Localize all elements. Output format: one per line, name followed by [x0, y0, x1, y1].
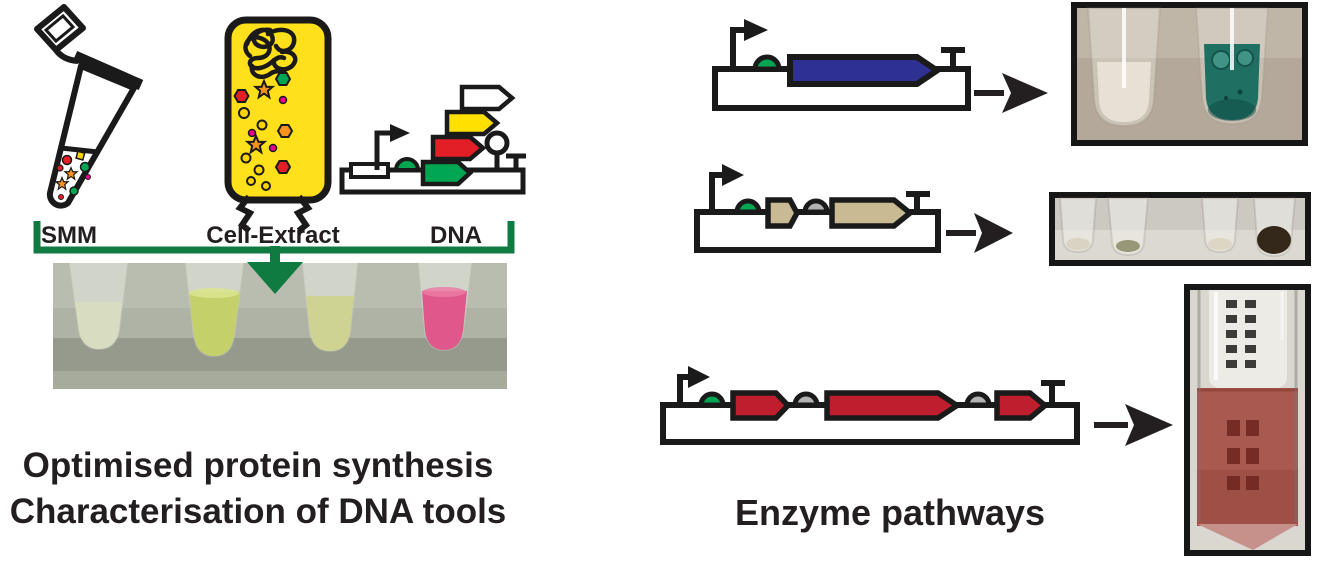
promoter-icon [677, 374, 688, 405]
photo-two-tubes [1071, 2, 1308, 146]
t-terminator-icon [506, 153, 526, 170]
promoter-arrowhead-icon [744, 19, 768, 41]
photo-falcon-tube [1184, 284, 1311, 556]
smm-molecule-dots [54, 150, 91, 200]
photo-tube-1 [68, 262, 129, 351]
promoter-icon [730, 27, 744, 69]
gene-arrow-yellow [444, 109, 501, 137]
tube-white-pellet [1086, 7, 1162, 128]
smm-label: SMM [41, 222, 97, 249]
gene-arrow-blue [787, 54, 943, 87]
mix-arrow-shaft [270, 246, 280, 266]
gene-arrow-red-3 [994, 390, 1050, 421]
rbs-icon-gray-2 [964, 391, 992, 408]
gene-arrow-tan-short [765, 197, 801, 229]
t-terminator-icon [1041, 380, 1065, 405]
cell-molecule-dots [233, 72, 294, 191]
photo-tube-2 [184, 262, 245, 358]
assay-tube-1 [1058, 197, 1098, 254]
result-arrow-1 [974, 73, 1048, 113]
result-arrow-3 [1094, 404, 1173, 446]
right-caption: Enzyme pathways [735, 492, 1045, 533]
flagella-icon [235, 194, 313, 234]
construct-three-gene-operon [660, 366, 1080, 445]
rbs-icon [734, 198, 762, 215]
gene-arrow-red [430, 134, 487, 162]
operator-box-icon [349, 162, 390, 179]
dna-label: DNA [430, 222, 482, 249]
dna-construct-icon [339, 84, 526, 195]
promoter-arrowhead-icon [688, 366, 710, 388]
hairpin-terminator-icon [484, 130, 510, 156]
left-caption-line1: Optimised protein synthesis [23, 446, 494, 485]
rbs-icon [698, 391, 726, 408]
tube-conical-tip [1197, 524, 1298, 550]
promoter-arrowhead-icon [390, 124, 410, 142]
insert-graduation-marks [1226, 300, 1256, 368]
cell-extract-label: Cell-Extract [206, 222, 339, 249]
rbs-icon [752, 54, 782, 72]
rbs-icon [393, 157, 421, 172]
promoter-icon [709, 172, 722, 212]
assay-tube-2 [1106, 197, 1150, 257]
rbs-icon-gray [792, 391, 820, 408]
promoter-arrowhead-icon [722, 164, 744, 186]
gene-arrow-white [459, 84, 516, 112]
result-arrow-2 [946, 213, 1013, 253]
smm-tube-icon [34, 4, 144, 209]
mix-arrow-icon [247, 262, 303, 294]
cell-extract-icon [224, 16, 332, 234]
tube-teal-liquid [1194, 7, 1270, 126]
gene-arrow-red-1 [730, 390, 792, 421]
photo-tube-4 [417, 262, 473, 352]
construct-two-gene-operon [694, 164, 941, 253]
tube-walls [1197, 290, 1298, 522]
gene-arrow-green [420, 159, 474, 187]
t-terminator-icon [906, 191, 930, 212]
t-terminator-icon [941, 47, 965, 69]
assay-tube-4 [1252, 197, 1297, 258]
liquid-graduation-marks [1227, 420, 1259, 490]
photo-four-tubes [1049, 192, 1311, 266]
construct-single-gene [712, 19, 971, 111]
rbs-icon-gray [802, 198, 830, 215]
photo-tube-3 [301, 262, 359, 353]
promoter-icon [374, 130, 390, 170]
assay-tube-3 [1200, 197, 1240, 254]
gene-arrow-red-2 [824, 390, 963, 421]
gene-arrow-tan-long [829, 197, 915, 229]
left-caption-line2: Characterisation of DNA tools [10, 492, 507, 531]
